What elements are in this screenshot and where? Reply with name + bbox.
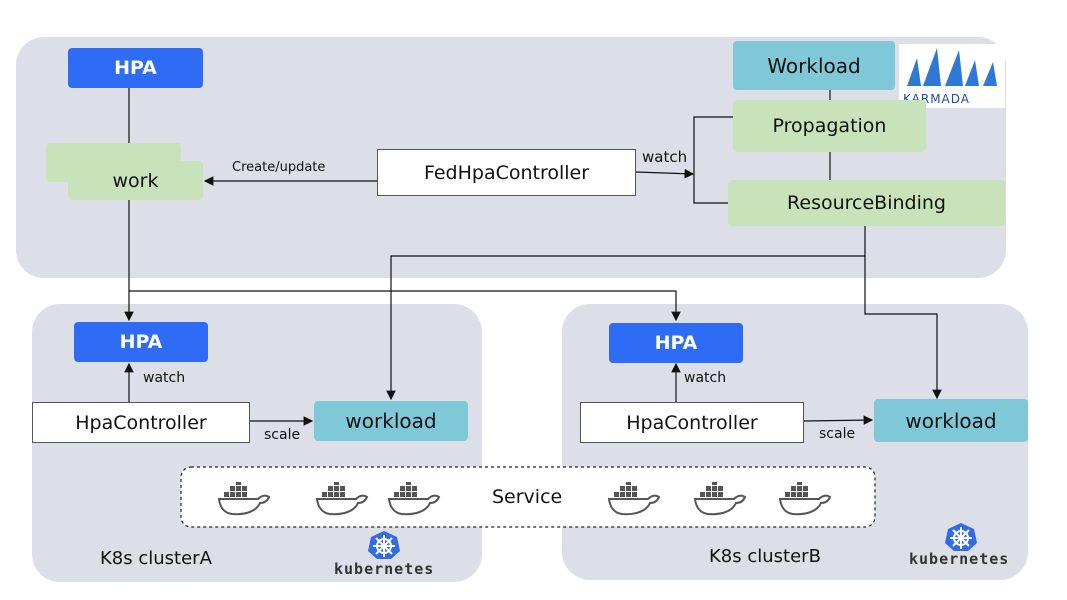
cluster-b-hpacontroller-box: HpaController <box>580 402 804 443</box>
cluster-b-hpa-box: HPA <box>609 323 743 363</box>
binding-to-workload-a-arrow <box>386 226 866 401</box>
cluster-a-scale-label: scale <box>264 427 301 443</box>
kubernetes-helm-icon <box>368 531 400 559</box>
karmada-logo: KARMADA <box>899 44 1005 108</box>
karmada-sails-icon <box>907 48 997 86</box>
fedhpa-controller-box: FedHpaController <box>377 149 636 196</box>
docker-icon <box>217 482 271 516</box>
cluster-b-name: K8s clusterB <box>709 546 821 567</box>
resourcebinding-box: ResourceBinding <box>728 180 1005 226</box>
cluster-b-workload-box: workload <box>874 399 1028 442</box>
karmada-watch-label: watch <box>642 148 688 166</box>
propagation-box: Propagation <box>733 100 926 152</box>
service-label: Service <box>492 486 563 508</box>
docker-icon <box>607 482 661 516</box>
workload-template-box: Workload <box>733 41 895 90</box>
create-update-label: Create/update <box>232 160 326 175</box>
docker-icon <box>387 482 441 516</box>
docker-icon <box>315 482 369 516</box>
kubernetes-helm-icon <box>945 523 977 551</box>
docker-icon <box>693 482 747 516</box>
cluster-b-kubernetes-logo-text: kubernetes <box>909 550 1010 568</box>
cluster-a-watch-label: watch <box>143 370 186 386</box>
watch-bracket <box>693 116 733 204</box>
docker-icon <box>778 482 832 516</box>
work-box: work <box>68 161 203 200</box>
cluster-a-kubernetes-logo-text: kubernetes <box>334 560 435 578</box>
cluster-a-hpacontroller-box: HpaController <box>32 402 250 443</box>
cluster-a-hpa-box: HPA <box>74 322 208 362</box>
karmada-hpa-box: HPA <box>68 48 203 88</box>
cluster-b-watch-label: watch <box>684 370 727 386</box>
cluster-b-scale-label: scale <box>819 426 856 442</box>
binding-to-workload-b-arrow <box>864 256 942 400</box>
watch-arrow <box>635 168 695 179</box>
cluster-a-name: K8s clusterA <box>100 548 212 569</box>
cluster-a-workload-box: workload <box>314 401 468 441</box>
work-to-hpa-b-arrow <box>129 290 681 322</box>
cluster-b-scale-arrow <box>803 415 874 425</box>
